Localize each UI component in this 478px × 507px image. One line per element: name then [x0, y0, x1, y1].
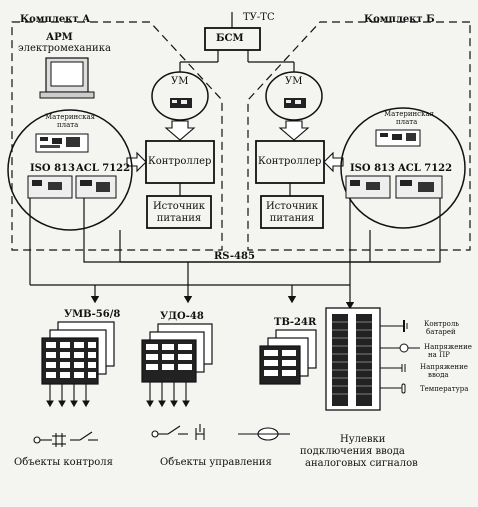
legend-battery-1: Контроль [424, 320, 460, 328]
battery-icon [394, 320, 408, 332]
objects-control-label: Объекты контроля [14, 457, 113, 468]
temperature-icon [394, 383, 406, 394]
um-left-label: УМ [171, 76, 189, 87]
controller-left-label: Контроллер [148, 156, 212, 167]
um-right-arrow [278, 120, 310, 141]
controller-right-box [255, 140, 325, 184]
control-objects-icons [33, 431, 98, 447]
nulevki-terminal-block [325, 307, 381, 411]
iso-left-label: ISO 813 [30, 163, 75, 174]
nulevki-label-1: Нулевки [340, 434, 386, 445]
legend-voltage-pr-2: на ПР [428, 351, 450, 359]
acl-left-label: ACL 7122 [76, 163, 131, 174]
mother-right-label-1: Материнская [384, 110, 435, 118]
power-left-label-2: питания [156, 213, 202, 224]
arm-sublabel: электромеханика [18, 43, 111, 54]
kit-b-label: Комплект Б [364, 14, 435, 25]
bsm-box [204, 27, 261, 51]
umv-module-stack [41, 321, 115, 385]
power-left-label-1: Источник [152, 201, 206, 212]
umv-label: УМВ-56/8 [64, 309, 121, 320]
tv-label: ТВ-24R [274, 317, 317, 328]
tu-ts-label: ТУ-ТС [243, 12, 275, 23]
kit-b-boundary [247, 21, 471, 251]
power-right-label-1: Источник [265, 201, 319, 212]
nulevki-label-3: аналоговых сигналов [305, 458, 418, 469]
bsm-label: БСМ [216, 33, 244, 44]
voltage-pr-icon [394, 343, 420, 353]
power-right-box [260, 195, 324, 229]
um-left-arrow [164, 120, 196, 141]
controller-left-box [145, 140, 215, 184]
tv-module-stack [259, 329, 317, 385]
kit-a-boundary [11, 21, 223, 251]
power-left-box [146, 195, 212, 229]
mother-right-circle [340, 107, 466, 229]
um-right-circle [265, 71, 323, 121]
mother-left-label-2: плата [57, 121, 79, 129]
udo-label: УДО-48 [160, 311, 204, 322]
acl-right-label: ACL 7122 [398, 163, 453, 174]
objects-manage-label: Объекты управления [160, 457, 272, 468]
arm-label: АРМ [46, 32, 73, 43]
rs485-label: RS-485 [214, 251, 255, 262]
iso-right-label: ISO 813 [350, 163, 395, 174]
um-right-label: УМ [285, 76, 303, 87]
management-objects-icons [151, 424, 290, 441]
arm-computer-icon [39, 57, 95, 99]
controller-right-label: Контроллер [258, 156, 322, 167]
legend-battery-2: батарей [426, 328, 456, 336]
um-left-circle [151, 71, 209, 121]
power-right-label-2: питания [269, 213, 315, 224]
legend-voltage-pr-1: Напряжение [424, 343, 472, 351]
mother-left-label-1: Материнская [45, 113, 96, 121]
legend-temperature: Температура [420, 385, 469, 393]
legend-voltage-in-2: ввода [428, 371, 449, 379]
legend-voltage-in-1: Напряжение [420, 363, 468, 371]
nulevki-label-2: подключения ввода [300, 446, 405, 457]
mother-left-circle [7, 109, 133, 231]
mother-right-label-2: плата [396, 118, 418, 126]
kit-a-label: Комплект А [20, 14, 91, 25]
voltage-input-icon [394, 364, 406, 372]
udo-module-stack [141, 323, 213, 383]
